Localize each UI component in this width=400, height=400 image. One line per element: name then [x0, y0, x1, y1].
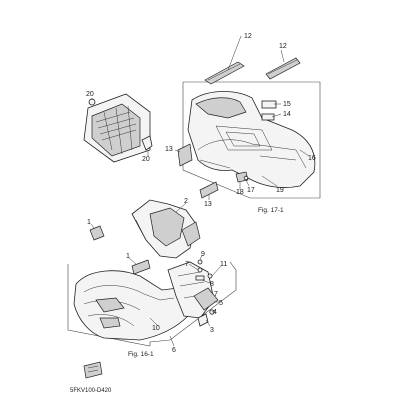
washer-7: [197, 267, 203, 273]
rear-bolt-17: [243, 175, 249, 181]
storage-box: [83, 93, 151, 163]
callout-13-upper: 13: [165, 146, 173, 153]
front-fender: [73, 270, 189, 341]
callout-6: 6: [172, 347, 176, 354]
decal-13-upper: [177, 143, 193, 167]
rear-decal-right: [265, 57, 301, 80]
callout-3: 3: [210, 327, 214, 334]
front-decal-1-left: [89, 225, 105, 241]
bolt-11: [207, 273, 213, 279]
catalog-code: 5FKV100-D420: [70, 388, 112, 394]
front-decal-7-upper: [181, 221, 201, 247]
rear-decal-left: [204, 61, 245, 85]
callout-12-left: 12: [244, 33, 252, 40]
callout-numbers: 12 12 15 14 16 19 17 18 13 13 20 20 2 1 …: [86, 33, 316, 354]
callout-16: 16: [308, 155, 316, 162]
rear-clip-15: [261, 100, 277, 109]
rear-clip-14: [261, 113, 275, 121]
callout-9: 9: [201, 251, 205, 258]
front-group-outline: [67, 261, 237, 347]
callout-7-right: 7: [214, 291, 218, 298]
callout-19: 19: [276, 187, 284, 194]
callout-11: 11: [220, 261, 227, 268]
rear-fender: [187, 91, 316, 188]
front-cowl: [131, 199, 197, 259]
callout-4: 4: [213, 309, 217, 316]
front-decal-1-mid: [131, 259, 151, 275]
grommet-8: [195, 275, 205, 281]
fig-ref-16-1: Fig. 16-1: [128, 351, 154, 358]
callout-2: 2: [184, 198, 188, 205]
callout-1-left: 1: [87, 219, 91, 226]
callout-8: 8: [210, 281, 214, 288]
washer-9: [197, 259, 203, 265]
callout-1-mid: 1: [126, 253, 130, 260]
callout-18: 18: [236, 189, 244, 196]
callout-7-left: 7: [185, 261, 189, 268]
callout-10: 10: [152, 325, 160, 332]
callout-13-lower: 13: [204, 201, 212, 208]
box-screw-20-side: [141, 135, 153, 151]
yamaha-logo-mark: [83, 361, 103, 379]
callout-12-right: 12: [279, 43, 287, 50]
callout-14: 14: [283, 111, 291, 118]
callout-15: 15: [283, 101, 291, 108]
callout-5: 5: [219, 300, 223, 307]
callout-17: 17: [247, 187, 255, 194]
leader-lines: [90, 35, 310, 347]
rear-decal-right-stripe: [267, 59, 298, 75]
fig-ref-17-1: Fig. 17-1: [258, 207, 284, 214]
bracket-4: [193, 287, 219, 311]
decal-13-lower: [199, 181, 219, 199]
rear-decal-left-stripe: [207, 63, 241, 81]
callout-20-top: 20: [86, 91, 94, 98]
callout-20-side: 20: [142, 156, 150, 163]
clip-3: [197, 313, 209, 327]
